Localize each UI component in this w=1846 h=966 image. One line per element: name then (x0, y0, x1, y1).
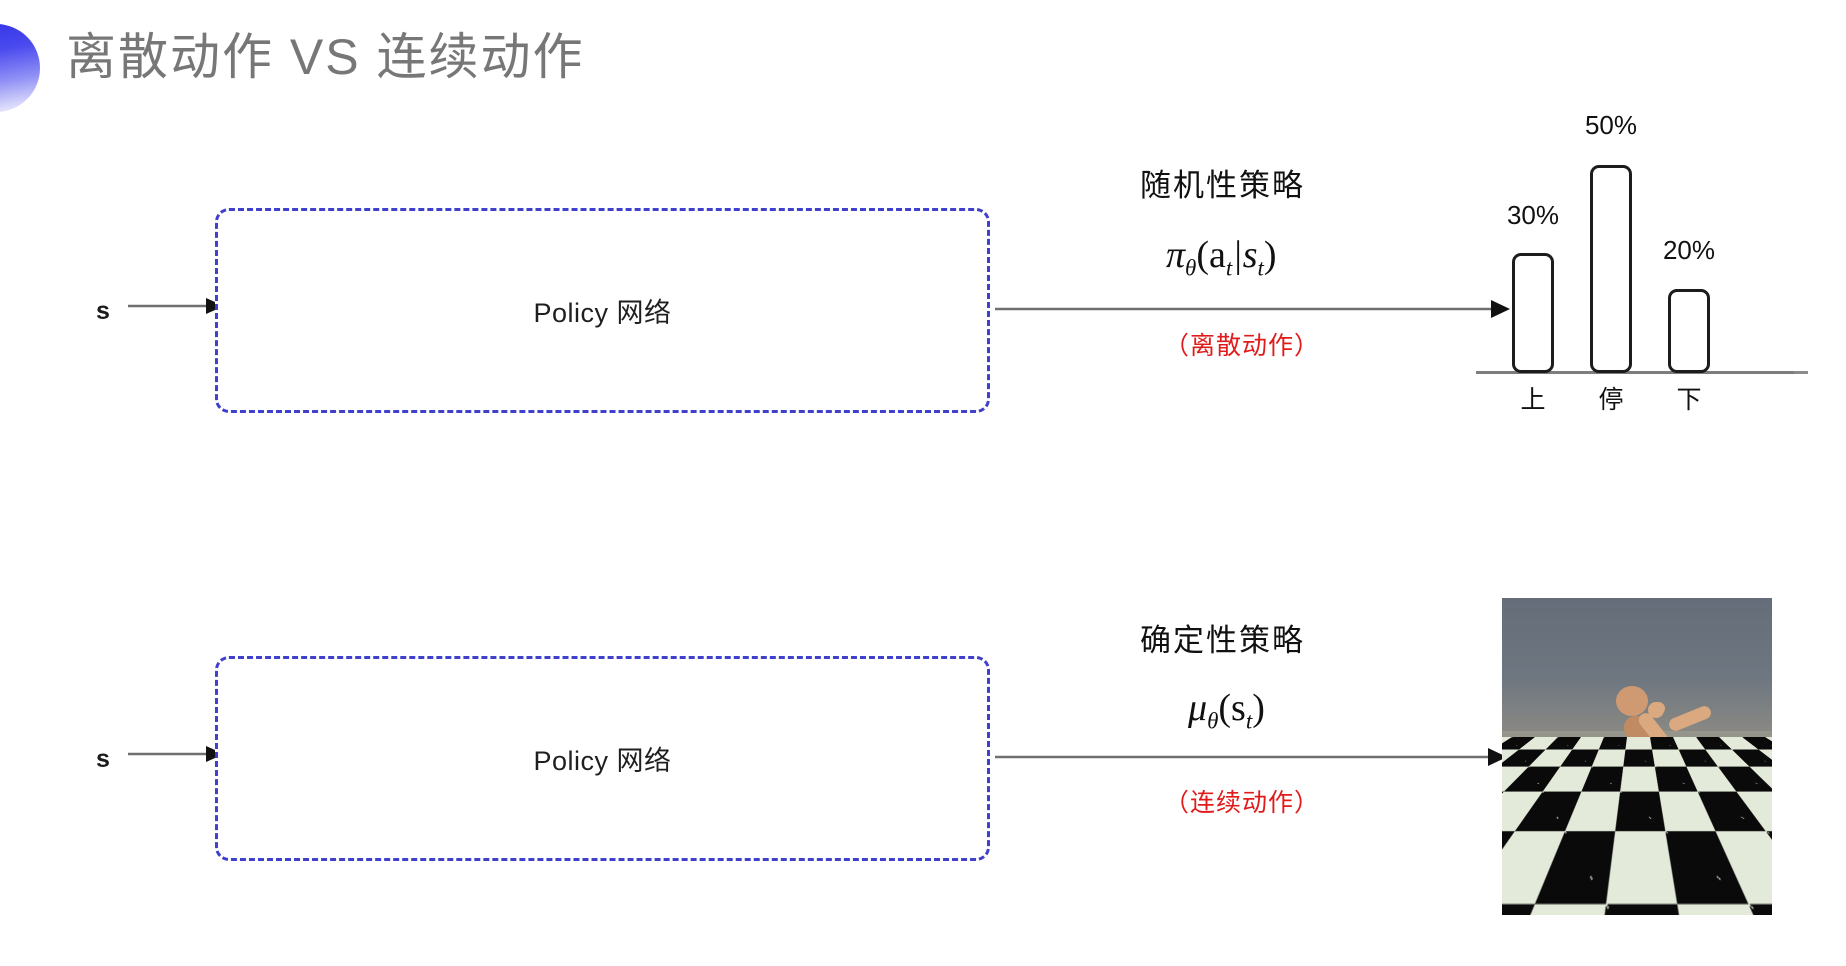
annotation-block-row1: 随机性策略 πθ(at|st) （离散动作） (1140, 160, 1320, 362)
input-arrow-row2 (128, 746, 224, 762)
formula-theta-2: θ (1207, 708, 1219, 734)
policy-formula-row2: μθ(st) (1188, 686, 1320, 735)
policy-formula-row1: πθ(at|st) (1166, 233, 1320, 282)
formula-close-2: ) (1252, 687, 1265, 729)
bar-value-2: 20% (1662, 235, 1716, 265)
action-type-note-row2: （连续动作） (1164, 788, 1321, 817)
state-input-label-row1: s (96, 297, 110, 325)
bar-0 (1512, 253, 1554, 373)
bar-category-1: 停 (1598, 386, 1624, 414)
bar-value-0: 30% (1506, 200, 1560, 230)
policy-type-label-row1: 随机性策略 (1140, 168, 1305, 203)
action-type-note-row1: （离散动作） (1164, 331, 1321, 360)
output-arrow-row1 (995, 300, 1510, 318)
input-arrow-row1 (128, 298, 224, 314)
policy-network-box-row1[interactable]: Policy 网络 (215, 208, 990, 413)
bar-2 (1668, 289, 1710, 373)
formula-close: ) (1263, 234, 1277, 276)
page-title: 离散动作 VS 连续动作 (66, 29, 585, 85)
bar-category-2: 下 (1676, 386, 1702, 414)
formula-mu: μ (1188, 687, 1208, 729)
state-input-label-row2: s (96, 745, 110, 773)
chart-baseline-extension (1794, 371, 1808, 374)
humanoid-simulation-image (1502, 598, 1772, 915)
formula-theta: θ (1185, 255, 1197, 281)
bar-value-1: 50% (1584, 110, 1638, 140)
policy-type-label-row2: 确定性策略 (1140, 623, 1305, 658)
policy-network-box-row2[interactable]: Policy 网络 (215, 656, 990, 861)
bar-1 (1590, 165, 1632, 373)
formula-a-sub-t: t (1225, 255, 1233, 281)
formula-pi: π (1166, 234, 1186, 276)
formula-open-a: (a (1196, 234, 1226, 276)
output-arrow-row2 (995, 748, 1507, 766)
formula-s-sub-t-2: t (1245, 708, 1253, 734)
policy-network-label-row2: Policy 网络 (533, 746, 672, 776)
formula-bar-s: |s (1232, 234, 1258, 276)
annotation-block-row2: 确定性策略 μθ(st) （连续动作） (1140, 615, 1320, 819)
bar-category-0: 上 (1520, 386, 1546, 414)
formula-open-s: (s (1218, 687, 1246, 729)
formula-s-sub-t: t (1257, 255, 1264, 281)
action-probability-barchart: 30% 上 50% 停 20% 下 (1476, 110, 1808, 420)
chart-baseline-axis (1476, 371, 1808, 374)
title-decoration-halfcircle (0, 24, 40, 112)
policy-network-label-row1: Policy 网络 (533, 298, 672, 328)
